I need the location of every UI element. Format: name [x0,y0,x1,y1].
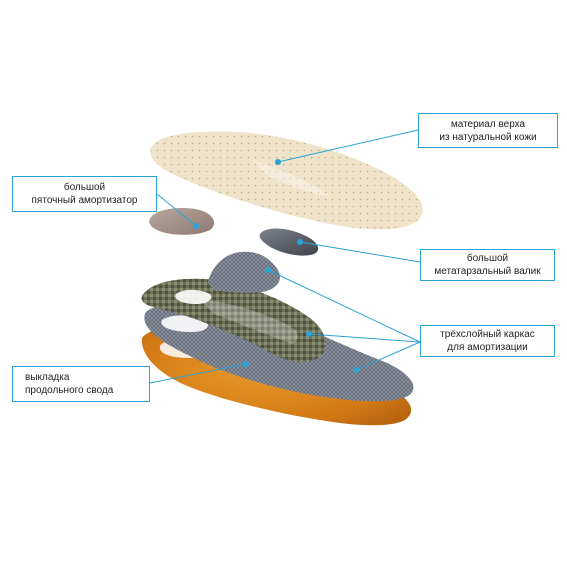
label-heel-absorber: большой пяточный амортизатор [12,176,157,212]
leader-frame-mid [308,333,421,343]
label-upper-material-line1: материал верха [450,118,526,130]
carbon-frame-layer [141,278,326,363]
label-arch-support-line2: продольного свода [25,385,114,396]
heel-absorber-pad [149,208,215,235]
label-upper-material: материал верха из натуральной кожи [418,113,558,148]
leader-frame-bottom [355,341,421,371]
label-frame-line1: трёхслойный каркас [440,329,535,340]
label-metatarsal-pad-line2: метатарзальный валик [434,266,541,277]
label-frame: трёхслойный каркас для амортизации [420,325,555,357]
label-upper-material-line2: из натуральной кожи [439,131,537,143]
leader-frame-top [267,269,421,343]
metatarsal-pad [259,228,319,256]
leader-dots [193,159,359,373]
label-metatarsal-pad: большой метатарзальный валик [420,249,555,281]
leather-top-layer [150,131,423,230]
label-metatarsal-pad-line1: большой [466,253,509,264]
leader-heel-absorber [156,193,197,227]
label-heel-absorber-line1: большой [63,182,106,193]
label-arch-support-line1: выкладка [25,372,70,383]
label-frame-line2: для амортизации [447,342,528,353]
leader-metatarsal [299,241,421,263]
leader-arch-support [149,363,247,384]
label-heel-absorber-line2: пяточный амортизатор [31,195,138,206]
label-arch-support: выкладка продольного свода [12,366,150,402]
mesh-shell-layer [208,251,281,293]
